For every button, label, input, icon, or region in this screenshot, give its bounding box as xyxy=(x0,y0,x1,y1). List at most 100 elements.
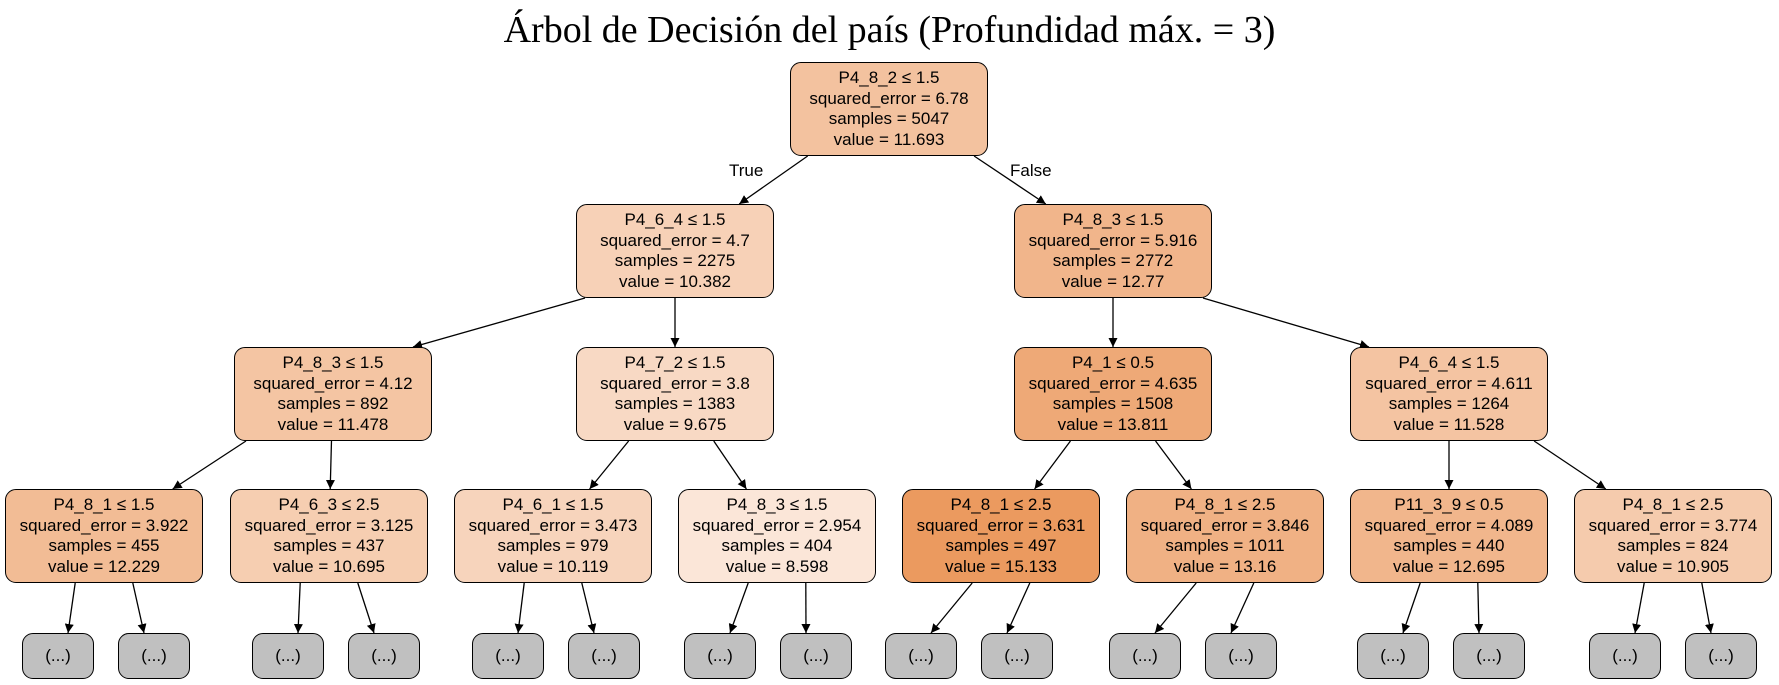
node-split: P4_8_1 ≤ 2.5 xyxy=(950,495,1052,514)
node-error: squared_error = 4.7 xyxy=(600,230,750,250)
tree-edge-n0-n2 xyxy=(973,155,1047,205)
leaf-edge-n8-0 xyxy=(293,582,303,634)
truncated-leaf-n14-1: (...) xyxy=(1685,633,1757,679)
node-value: value = 12.77 xyxy=(1061,271,1165,291)
node-value: value = 10.382 xyxy=(618,271,731,291)
truncated-leaf-n11-0: (...) xyxy=(885,633,957,679)
node-samples: samples = 5047 xyxy=(828,109,950,128)
tree-edge-n5-n11 xyxy=(1034,440,1071,490)
node-value: value = 10.695 xyxy=(272,556,385,576)
truncated-leaf-n10-0: (...) xyxy=(684,633,756,679)
truncated-leaf-n8-1: (...) xyxy=(348,633,420,679)
leaf-edge-n13-1 xyxy=(1474,582,1484,634)
truncated-leaf-n12-0: (...) xyxy=(1109,633,1181,679)
tree-edge-n3-n7 xyxy=(172,440,247,490)
node-value: value = 11.528 xyxy=(1393,414,1505,434)
truncated-leaf-n11-1: (...) xyxy=(981,633,1053,679)
leaf-edge-n14-1 xyxy=(1701,582,1714,634)
node-samples: samples = 404 xyxy=(721,536,833,555)
leaf-edge-n9-0 xyxy=(514,582,525,634)
truncated-leaf-n8-0: (...) xyxy=(252,633,324,679)
leaf-edge-n12-0 xyxy=(1154,582,1197,634)
node-samples: samples = 1264 xyxy=(1388,394,1510,413)
node-samples: samples = 979 xyxy=(497,536,609,555)
node-value: value = 12.229 xyxy=(47,556,160,576)
node-error: squared_error = 2.954 xyxy=(692,515,862,535)
truncated-leaf-n7-0: (...) xyxy=(22,633,94,679)
node-split: P4_6_4 ≤ 1.5 xyxy=(624,210,726,229)
node-error: squared_error = 3.473 xyxy=(468,515,638,535)
tree-edge-n0-n1 xyxy=(738,155,809,205)
leaf-edge-n8-1 xyxy=(357,582,376,634)
leaf-edge-n9-1 xyxy=(581,582,597,634)
node-split: P4_6_4 ≤ 1.5 xyxy=(1398,353,1500,372)
truncated-leaf-n12-1: (...) xyxy=(1205,633,1277,679)
node-split: P4_6_1 ≤ 1.5 xyxy=(502,495,604,514)
node-split: P4_8_1 ≤ 2.5 xyxy=(1622,495,1724,514)
node-error: squared_error = 3.631 xyxy=(916,515,1086,535)
node-value: value = 10.905 xyxy=(1616,556,1729,576)
node-samples: samples = 892 xyxy=(277,394,389,413)
node-samples: samples = 1011 xyxy=(1165,536,1285,555)
truncated-leaf-n13-0: (...) xyxy=(1357,633,1429,679)
tree-edge-n1-n3 xyxy=(412,297,586,349)
node-error: squared_error = 6.78 xyxy=(809,88,969,108)
leaf-edge-n13-0 xyxy=(1401,582,1421,634)
node-value: value = 13.16 xyxy=(1173,556,1277,576)
node-split: P4_8_1 ≤ 2.5 xyxy=(1174,495,1276,514)
node-error: squared_error = 3.774 xyxy=(1588,515,1758,535)
node-split: P4_8_1 ≤ 1.5 xyxy=(53,495,155,514)
truncated-leaf-n10-1: (...) xyxy=(780,633,852,679)
diagram-title: Árbol de Decisión del país (Profundidad … xyxy=(503,9,1276,51)
node-samples: samples = 2772 xyxy=(1052,251,1174,270)
node-split: P11_3_9 ≤ 0.5 xyxy=(1394,495,1504,514)
node-split: P4_8_3 ≤ 1.5 xyxy=(726,495,828,514)
node-error: squared_error = 3.8 xyxy=(600,373,750,393)
tree-edge-n4-n9 xyxy=(589,440,630,490)
node-value: value = 13.811 xyxy=(1057,414,1169,434)
node-value: value = 12.695 xyxy=(1392,556,1505,576)
tree-edge-n5-n12 xyxy=(1155,440,1192,490)
leaf-edge-n11-0 xyxy=(930,582,973,634)
edge-label-false: False xyxy=(1010,161,1052,180)
node-samples: samples = 455 xyxy=(48,536,160,555)
tree-edge-n3-n8 xyxy=(325,440,335,490)
truncated-leaf-n9-0: (...) xyxy=(472,633,544,679)
tree-edge-n2-n6 xyxy=(1202,297,1370,349)
node-samples: samples = 437 xyxy=(273,536,385,555)
node-error: squared_error = 3.846 xyxy=(1140,515,1310,535)
node-split: P4_8_2 ≤ 1.5 xyxy=(838,68,940,87)
node-error: squared_error = 4.611 xyxy=(1365,373,1533,393)
leaf-edge-n11-1 xyxy=(1006,582,1031,634)
node-split: P4_8_3 ≤ 1.5 xyxy=(1062,210,1164,229)
truncated-leaf-n7-1: (...) xyxy=(118,633,190,679)
node-value: value = 9.675 xyxy=(623,414,727,434)
tree-edge-n4-n10 xyxy=(713,440,747,490)
node-split: P4_6_3 ≤ 2.5 xyxy=(278,495,380,514)
leaf-edge-n10-0 xyxy=(728,582,749,634)
node-split: P4_8_3 ≤ 1.5 xyxy=(282,353,384,372)
truncated-leaf-n14-0: (...) xyxy=(1589,633,1661,679)
node-value: value = 11.478 xyxy=(277,414,389,434)
truncated-leaf-n9-1: (...) xyxy=(568,633,640,679)
node-error: squared_error = 5.916 xyxy=(1028,230,1198,250)
node-samples: samples = 497 xyxy=(945,536,1057,555)
node-samples: samples = 1508 xyxy=(1052,394,1174,413)
node-error: squared_error = 4.089 xyxy=(1364,515,1534,535)
edge-label-true: True xyxy=(729,161,764,180)
node-error: squared_error = 4.635 xyxy=(1028,373,1198,393)
node-samples: samples = 440 xyxy=(1393,536,1505,555)
